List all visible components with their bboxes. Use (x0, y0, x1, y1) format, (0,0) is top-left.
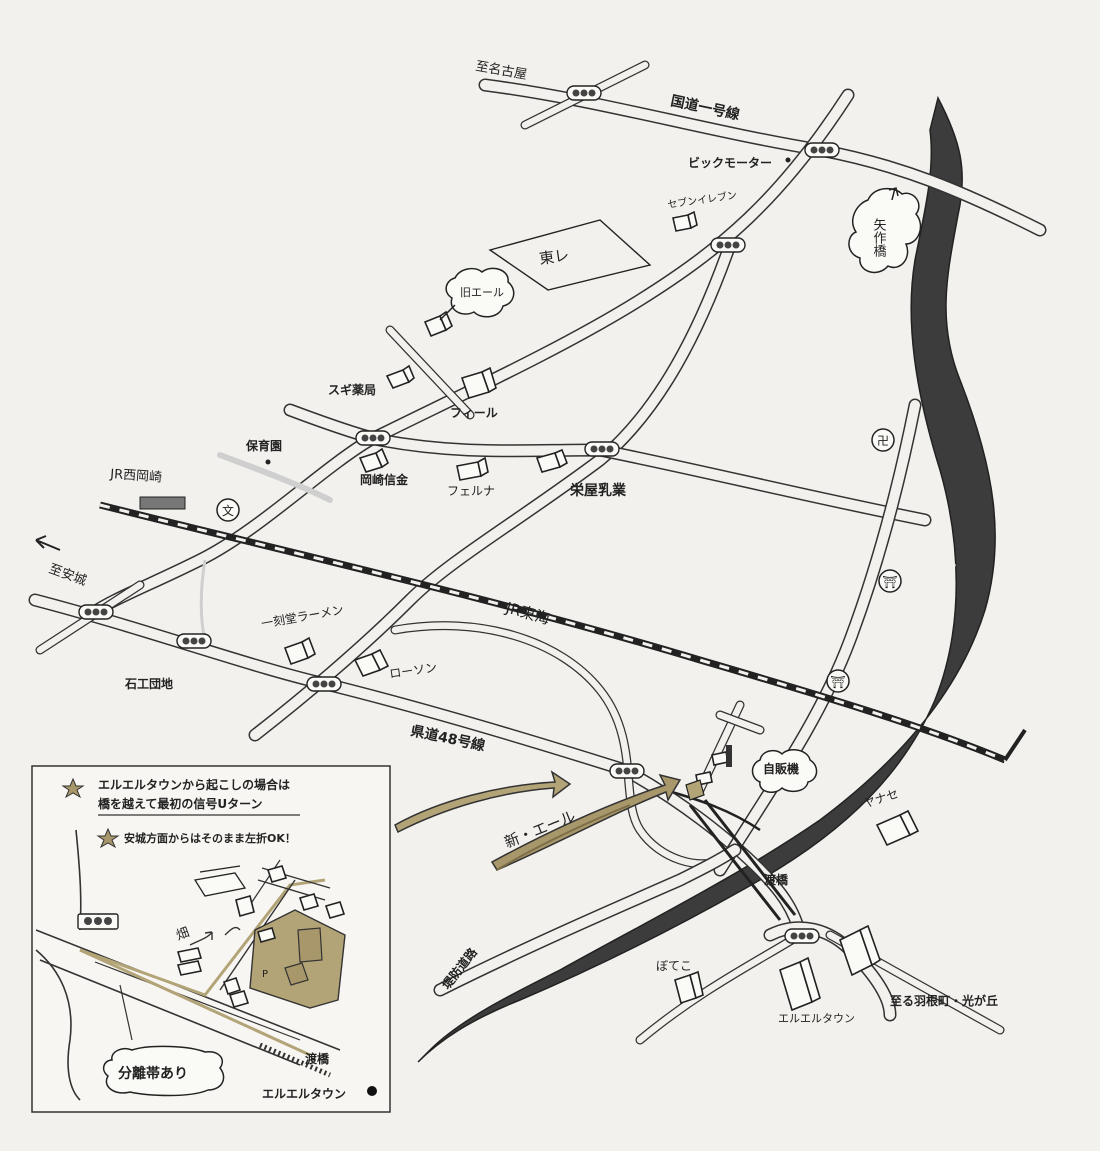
jr-tokai-railway (99, 501, 1007, 764)
school-marker: 文 (216, 498, 240, 522)
ikkokudo-label: 一刻堂ラーメン (260, 603, 345, 631)
anjo-arrow (35, 535, 61, 551)
note-star-icon (61, 777, 85, 799)
jr-tokai-label: JR東海 (503, 598, 552, 628)
traffic-signal (78, 604, 114, 620)
big-motor-label: ビックモーター (688, 155, 772, 170)
toray-label: 東レ (538, 246, 570, 268)
svg-text:卍: 卍 (877, 434, 889, 448)
median-bubble (102, 1045, 225, 1097)
building-sugi (385, 364, 415, 390)
toray-outline (488, 219, 652, 291)
svg-text:P: P (262, 969, 268, 980)
vending-label: 自販機 (763, 761, 799, 776)
watari-bridge-label: 渡橋 (764, 872, 789, 887)
traffic-signal (355, 430, 391, 446)
building-east (839, 924, 881, 977)
building-botteko (674, 970, 704, 1005)
vending-bubble (751, 748, 818, 793)
sugi-label: スギ薬局 (328, 382, 376, 397)
building-okazaki-shinkin (358, 447, 389, 473)
traffic-signal (804, 142, 840, 158)
feel-label: フィール (450, 406, 498, 420)
feruna-label: フェルナ (447, 484, 495, 498)
traffic-signal (176, 633, 212, 649)
building-yanase (875, 809, 920, 847)
temple-marker: 卍 (871, 428, 895, 452)
traffic-signal (306, 676, 342, 692)
llt-label: エルエルタウン (778, 1012, 855, 1025)
inset-note2: 安城方面からはそのまま左折OK！ (124, 831, 296, 845)
botteko-label: ぼてこ (656, 959, 692, 973)
yahagi-bridge-bubble (848, 187, 922, 274)
inset-note1-line2: 橋を越えて最初の信号Uターン (98, 796, 263, 811)
seven-eleven-label: セブンイレブン (667, 188, 738, 211)
inset-llt-label: エルエルタウン (262, 1087, 346, 1101)
old-yell-bubble (445, 267, 515, 318)
inset-bridge-label: 渡橋 (305, 1051, 330, 1066)
to-anjo-label: 至安城 (47, 562, 89, 589)
svg-text:⛩: ⛩ (830, 675, 845, 689)
traffic-signal (566, 85, 602, 101)
svg-text:⛩: ⛩ (882, 575, 897, 589)
ishiko-label: 石工団地 (124, 676, 173, 691)
route-arrow-tan (394, 770, 572, 834)
building-sakaeya (535, 448, 568, 473)
yahagi-bridge-label: 矢作橋 (871, 218, 887, 258)
okazaki-shinkin-label: 岡崎信金 (360, 472, 409, 487)
old-yell-label: 旧エール (460, 286, 504, 299)
nursery-label: 保育園 (245, 438, 282, 453)
inset-median-label: 分離帯あり (118, 1065, 188, 1082)
inset-map: エルエルタウンから起こしの場合は 橋を越えて最初の信号Uターン 安城方面からはそ… (31, 765, 391, 1113)
main-avenue (83, 88, 855, 622)
building-old-yell (423, 310, 453, 338)
sakaeya-label: 栄屋乳業 (569, 482, 627, 499)
traffic-signal (609, 763, 645, 779)
svg-text:文: 文 (222, 503, 234, 518)
inset-field-label: 畑 (174, 925, 191, 944)
traffic-signal (710, 237, 746, 253)
building-ikkokudo (283, 636, 316, 666)
building-seven-eleven (672, 210, 698, 232)
lawson-label: ローソン (388, 660, 437, 681)
building-lawson (353, 648, 390, 677)
building-feel (460, 366, 497, 399)
traffic-signal (584, 441, 620, 457)
jr-nishiokazaki-label: JR西岡崎 (109, 467, 163, 486)
inset-note1-line1: エルエルタウンから起こしの場合は (98, 777, 290, 792)
station-platform (139, 496, 186, 510)
shrine-marker: ⛩ (826, 669, 850, 693)
to-hane-label: 至る羽根町・光が丘 (890, 993, 998, 1008)
traffic-signal (784, 928, 820, 944)
shrine-marker: ⛩ (878, 569, 902, 593)
note-star-icon (96, 827, 120, 849)
yahagi-river-label: 矢作川 (902, 551, 961, 628)
yahagi-river (417, 95, 996, 1063)
inset-llt-dot (367, 1086, 377, 1096)
building-feruna (456, 456, 489, 481)
building-llt (779, 956, 821, 1012)
